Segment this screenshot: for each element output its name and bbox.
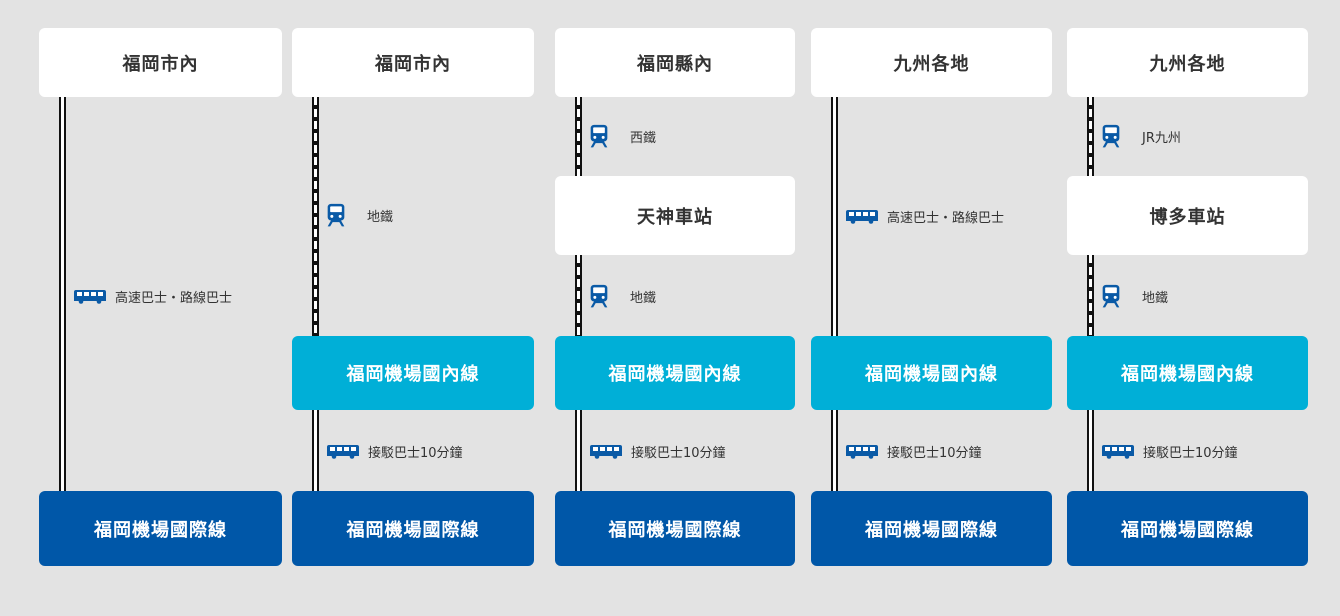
segment-label: 地鐵	[367, 210, 394, 225]
origin-box: 九州各地	[1067, 28, 1308, 97]
transfer-label: 福岡機場國內線	[1121, 364, 1254, 385]
origin-box: 福岡市內	[292, 28, 534, 97]
bus-icon	[589, 445, 623, 459]
route-column-1: 福岡市內 高速巴士・路線巴士 福岡機場國際線	[39, 0, 282, 616]
train-icon	[1101, 124, 1121, 149]
destination-box: 福岡機場國際線	[811, 491, 1052, 566]
destination-label: 福岡機場國際線	[1121, 519, 1254, 541]
destination-box: 福岡機場國際線	[555, 491, 795, 566]
segment-label: 接駁巴士10分鐘	[1143, 446, 1238, 461]
train-icon	[326, 203, 346, 228]
route-line-train	[312, 97, 319, 336]
segment-label: JR九州	[1142, 131, 1181, 146]
segment-train: JR九州	[1101, 124, 1181, 149]
origin-label: 九州各地	[1149, 53, 1226, 75]
transfer-label: 福岡機場國內線	[608, 364, 742, 385]
route-line-bus	[312, 410, 319, 491]
segment-label: 高速巴士・路線巴士	[887, 211, 1005, 226]
station-box: 天神車站	[555, 176, 795, 255]
segment-label: 西鐵	[630, 131, 657, 146]
route-line-bus	[831, 97, 838, 336]
route-line-train	[1087, 97, 1094, 176]
segment-bus: 接駁巴士10分鐘	[845, 442, 982, 461]
segment-train: 地鐵	[1101, 284, 1168, 309]
transfer-box: 福岡機場國內線	[1067, 336, 1308, 410]
route-line-bus	[831, 410, 838, 491]
transfer-label: 福岡機場國內線	[346, 364, 480, 385]
transfer-box: 福岡機場國內線	[555, 336, 795, 410]
origin-box: 福岡市內	[39, 28, 282, 97]
route-column-4: 九州各地 高速巴士・路線巴士 福岡機場國內線 接駁巴士10分鐘 福岡機場國際線	[811, 0, 1052, 616]
transfer-box: 福岡機場國內線	[811, 336, 1052, 410]
destination-label: 福岡機場國際線	[865, 519, 998, 541]
segment-bus: 高速巴士・路線巴士	[845, 207, 1004, 226]
origin-label: 福岡市內	[375, 53, 451, 75]
route-line-train	[575, 255, 582, 336]
transfer-box: 福岡機場國內線	[292, 336, 534, 410]
route-column-5: 九州各地 JR九州 博多車站 地鐵 福岡機場國內線 接駁巴士10分鐘 福岡機場國…	[1067, 0, 1308, 616]
destination-box: 福岡機場國際線	[39, 491, 282, 566]
segment-train: 地鐵	[326, 203, 393, 228]
route-column-3: 福岡縣內 西鐵 天神車站 地鐵 福岡機場國內線 接駁巴士10分鐘 福岡機場國際線	[555, 0, 795, 616]
station-label: 天神車站	[637, 206, 713, 228]
origin-box: 福岡縣內	[555, 28, 795, 97]
segment-label: 接駁巴士10分鐘	[368, 446, 463, 461]
train-icon	[589, 284, 609, 309]
segment-bus: 接駁巴士10分鐘	[589, 442, 726, 461]
origin-label: 福岡市內	[122, 53, 199, 75]
destination-label: 福岡機場國際線	[94, 519, 227, 541]
station-box: 博多車站	[1067, 176, 1308, 255]
segment-bus: 接駁巴士10分鐘	[326, 442, 463, 461]
segment-label: 接駁巴士10分鐘	[631, 446, 726, 461]
route-line-bus	[59, 97, 66, 491]
train-icon	[589, 124, 609, 149]
route-line-bus	[575, 410, 582, 491]
bus-icon	[73, 290, 107, 304]
transfer-label: 福岡機場國內線	[865, 364, 998, 385]
route-column-2: 福岡市內 地鐵 福岡機場國內線 接駁巴士10分鐘 福岡機場國際線	[292, 0, 534, 616]
origin-box: 九州各地	[811, 28, 1052, 97]
bus-icon	[845, 445, 879, 459]
segment-label: 高速巴士・路線巴士	[115, 291, 233, 306]
station-label: 博多車站	[1149, 206, 1226, 228]
segment-label: 地鐵	[1142, 291, 1169, 306]
destination-label: 福岡機場國際線	[608, 519, 742, 541]
bus-icon	[1101, 445, 1135, 459]
origin-label: 九州各地	[893, 53, 970, 75]
segment-train: 西鐵	[589, 124, 656, 149]
destination-label: 福岡機場國際線	[346, 519, 480, 541]
bus-icon	[845, 210, 879, 224]
segment-train: 地鐵	[589, 284, 656, 309]
segment-bus: 高速巴士・路線巴士	[73, 287, 232, 306]
train-icon	[1101, 284, 1121, 309]
destination-box: 福岡機場國際線	[1067, 491, 1308, 566]
origin-label: 福岡縣內	[637, 53, 713, 75]
segment-label: 地鐵	[630, 291, 657, 306]
segment-label: 接駁巴士10分鐘	[887, 446, 982, 461]
segment-bus: 接駁巴士10分鐘	[1101, 442, 1238, 461]
destination-box: 福岡機場國際線	[292, 491, 534, 566]
bus-icon	[326, 445, 360, 459]
route-line-bus	[1087, 410, 1094, 491]
route-line-train	[575, 97, 582, 176]
route-line-train	[1087, 255, 1094, 336]
